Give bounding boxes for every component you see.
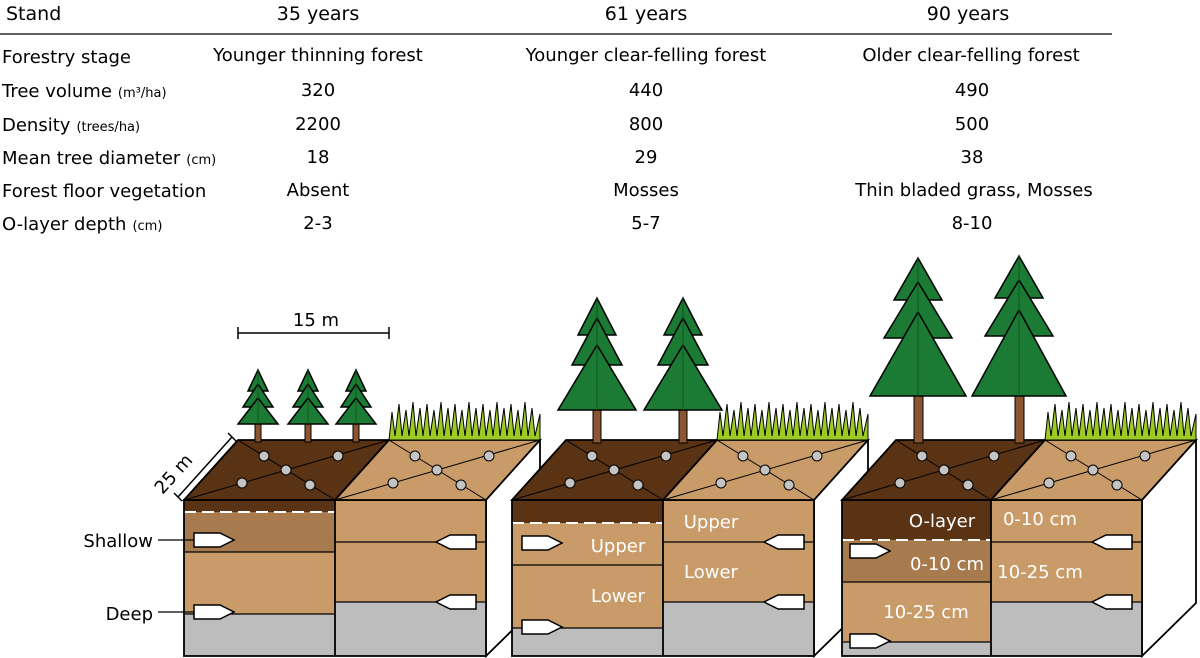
stand-61-years-block: Upper Lower Upper Lower: [509, 296, 871, 658]
cell-density-35: 2200: [295, 114, 341, 135]
shallow-label: Shallow: [83, 531, 153, 552]
cell-tree-volume-90: 490: [955, 80, 989, 101]
sampling-points: [564, 450, 823, 491]
header-35-years: 35 years: [277, 3, 360, 25]
clearcut-upper-label: 0-10 cm: [1003, 509, 1077, 530]
cell-forest-floor-vegetation-61: Mosses: [613, 180, 679, 201]
scale-depth-label: 25 m: [151, 450, 198, 498]
forest-upper-label: 0-10 cm: [910, 554, 984, 575]
cell-forest-floor-vegetation-35: Absent: [287, 180, 350, 201]
o-layer-depth-unit: (cm): [132, 219, 162, 234]
cell-forestry-stage-61: Younger clear-felling forest: [525, 45, 767, 66]
cell-forestry-stage-90: Older clear-felling forest: [862, 45, 1079, 66]
row-label-o-layer-depth: O-layer depth (cm): [2, 214, 162, 235]
deep-label: Deep: [106, 604, 153, 625]
header-stand: Stand: [6, 3, 61, 25]
cell-forestry-stage-35: Younger thinning forest: [212, 45, 423, 66]
forest-lower-label: 10-25 cm: [883, 602, 968, 623]
cell-mean-tree-diameter-35: 18: [307, 147, 330, 168]
stand-61-grass: [716, 401, 869, 441]
cell-tree-volume-35: 320: [301, 80, 335, 101]
density-unit: (trees/ha): [76, 120, 140, 135]
density-text: Density: [2, 115, 71, 136]
forest-lower-layer: [184, 552, 335, 614]
clearcut-upper-label: Upper: [684, 512, 739, 533]
row-label-density: Density (trees/ha): [2, 115, 140, 136]
forest-o-layer-thin: [184, 500, 335, 512]
cell-o-layer-depth-35: 2-3: [303, 213, 332, 234]
olayer-label: O-layer: [909, 511, 976, 532]
stand-35-trees: [237, 369, 377, 443]
cell-o-layer-depth-61: 5-7: [631, 213, 660, 234]
row-label-forestry-stage: Forestry stage: [2, 47, 131, 68]
row-label-mean-tree-diameter: Mean tree diameter (cm): [2, 148, 216, 169]
tree-volume-unit: (m³/ha): [118, 86, 167, 101]
forest-lower-layer: [512, 565, 663, 628]
stand-90-grass: [1044, 401, 1197, 441]
clearcut-bedrock: [991, 602, 1142, 656]
mean-tree-diameter-text: Mean tree diameter: [2, 148, 181, 169]
mean-tree-diameter-unit: (cm): [186, 153, 216, 168]
stand-61-trees: [556, 296, 724, 444]
scale-width-label: 15 m: [293, 310, 339, 331]
forest-lower-layer: [842, 582, 991, 642]
stand-35-grass: [388, 401, 541, 441]
scale-bar-depth: [177, 436, 233, 498]
clearcut-lower-label: Lower: [684, 562, 739, 583]
cell-mean-tree-diameter-61: 29: [635, 147, 658, 168]
o-layer-depth-text: O-layer depth: [2, 214, 126, 235]
cell-forest-floor-vegetation-90: Thin bladed grass, Mosses: [854, 180, 1092, 201]
header-61-years: 61 years: [605, 3, 688, 25]
cell-mean-tree-diameter-90: 38: [961, 147, 984, 168]
clearcut-bedrock: [335, 602, 486, 656]
cell-tree-volume-61: 440: [629, 80, 663, 101]
stand-35-years-block: 15 m 25 m Shallow Deep: [83, 310, 543, 658]
sampling-points: [894, 450, 1151, 491]
data-table: Stand 35 years 61 years 90 years Forestr…: [0, 3, 1112, 235]
clearcut-lower-label: 10-25 cm: [997, 562, 1082, 583]
row-label-tree-volume: Tree volume (m³/ha): [1, 81, 167, 102]
cell-density-90: 500: [955, 114, 989, 135]
forest-lower-label: Lower: [591, 586, 646, 607]
clearcut-lower-layer: [663, 542, 814, 602]
cell-density-61: 800: [629, 114, 663, 135]
forest-o-layer: [842, 500, 991, 540]
forest-bedrock: [184, 614, 335, 656]
forest-o-layer: [512, 500, 663, 523]
forest-upper-label: Upper: [591, 536, 646, 557]
clearcut-bedrock: [663, 602, 814, 656]
clearcut-lower-layer: [991, 542, 1142, 602]
cell-o-layer-depth-90: 8-10: [952, 213, 993, 234]
stand-90-years-block: O-layer 0-10 cm 10-25 cm 0-10 cm 10-25 c…: [839, 254, 1199, 658]
clearcut-lower-layer: [335, 542, 486, 602]
stand-90-trees: [868, 254, 1068, 444]
tree-volume-text: Tree volume: [1, 81, 112, 102]
sampling-points: [236, 450, 495, 491]
row-label-forest-floor-vegetation: Forest floor vegetation: [2, 181, 206, 202]
header-90-years: 90 years: [927, 3, 1010, 25]
